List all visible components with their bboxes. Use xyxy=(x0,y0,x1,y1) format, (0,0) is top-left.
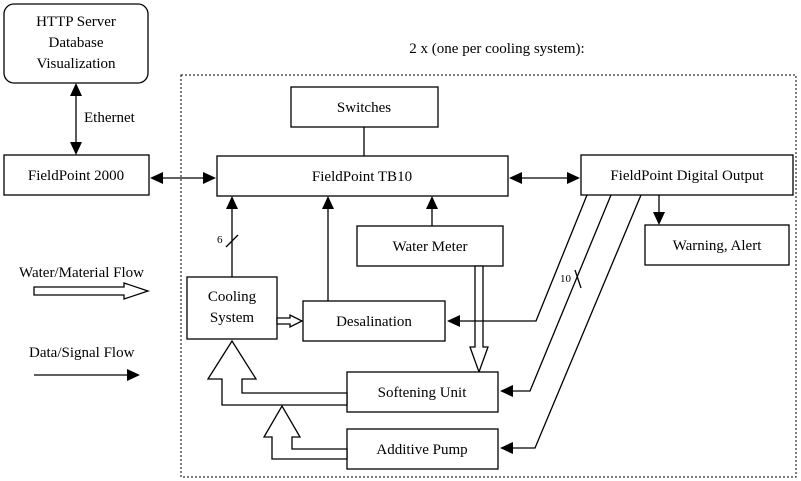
desalination-label: Desalination xyxy=(336,314,412,330)
softening-unit-box xyxy=(346,371,499,413)
ethernet-link xyxy=(70,83,82,155)
additive-pump-box xyxy=(346,428,499,470)
digital-output-label: FieldPoint Digital Output xyxy=(610,168,764,184)
water-meter-softening-water-flow xyxy=(469,265,489,374)
softening-unit-label: Softening Unit xyxy=(378,385,468,401)
cooling-system-label-line2: System xyxy=(210,310,255,326)
additive-pump-label: Additive Pump xyxy=(376,442,467,458)
legend-data-flow-label: Data/Signal Flow xyxy=(29,345,135,361)
cooling-system-box xyxy=(186,276,278,340)
group-caption: 2 x (one per cooling system): xyxy=(409,41,584,57)
digital-output-box xyxy=(580,154,794,196)
cooling-desalination-water-flow xyxy=(276,313,304,329)
water-meter-label: Water Meter xyxy=(393,239,468,255)
digital-output-softening-link xyxy=(500,194,612,397)
warning-alert-box xyxy=(644,224,790,266)
fieldpoint-2000-box xyxy=(3,154,150,196)
digital-output-desalination-link xyxy=(447,194,588,327)
bus-10-tick xyxy=(574,269,582,289)
bus-6-label: 6 xyxy=(217,234,223,246)
water-meter-box xyxy=(356,225,504,267)
server-label-line3: Visualization xyxy=(36,56,116,72)
fieldpoint-tb10-box xyxy=(216,155,509,197)
legend-water-flow-label: Water/Material Flow xyxy=(19,265,144,281)
desalination-box xyxy=(302,300,446,342)
cooling-system-group-boundary xyxy=(180,74,797,478)
fieldpoint-2000-label: FieldPoint 2000 xyxy=(28,168,124,184)
cooling-system-label-line1: Cooling xyxy=(208,289,257,305)
warning-alert-label: Warning, Alert xyxy=(673,238,763,254)
tb10-digital-output-link xyxy=(509,172,580,184)
softening-cooling-water-flow xyxy=(206,339,348,406)
desalination-tb10-link xyxy=(322,196,334,301)
additive-softening-water-flow xyxy=(262,404,348,460)
server-label-line1: HTTP Server xyxy=(36,14,116,30)
legend-water-flow-arrow xyxy=(33,282,151,300)
digital-output-additive-link xyxy=(500,194,642,454)
switches-label: Switches xyxy=(337,100,391,116)
fp2000-tb10-link xyxy=(150,172,216,184)
bus-10-label: 10 xyxy=(560,273,572,285)
cooling-tb10-bus-6 xyxy=(225,196,239,277)
fieldpoint-tb10-label: FieldPoint TB10 xyxy=(312,169,412,185)
server-label-line2: Database xyxy=(49,35,104,51)
ethernet-label: Ethernet xyxy=(84,110,136,126)
water-meter-tb10-link xyxy=(426,196,438,226)
digital-output-warning-link xyxy=(653,195,665,225)
legend-data-flow-arrow xyxy=(34,369,140,381)
